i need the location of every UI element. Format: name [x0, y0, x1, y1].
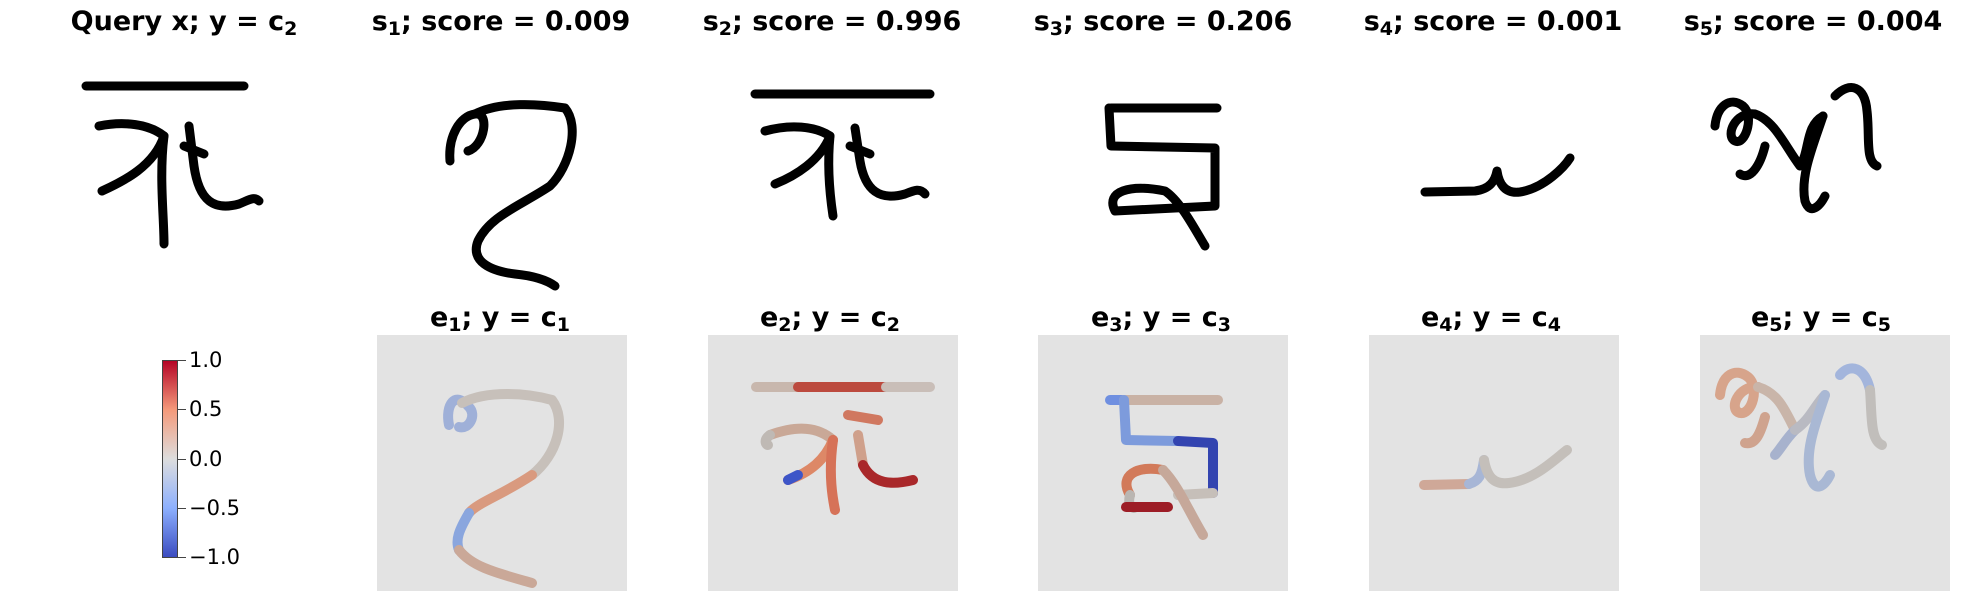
explanation-heatmap-4	[1369, 335, 1619, 591]
query-glyph-image	[64, 66, 314, 296]
sample-glyph-image-2	[745, 66, 995, 296]
explanation-title-2: e2; y = c2	[680, 302, 980, 336]
explanation-title-mid: ; y = c	[791, 302, 887, 333]
colorbar-tick-label: 1.0	[189, 348, 223, 372]
sample-title-pre: s	[371, 6, 388, 37]
explanation-heatmap-3	[1038, 335, 1288, 591]
explanation-title-class-sub: 5	[1877, 314, 1891, 336]
colorbar-tick-label: 0.5	[189, 397, 223, 421]
explanation-heatmap-5	[1700, 335, 1950, 591]
sample-title-pre: s	[1683, 6, 1700, 37]
query-title-text: Query x; y = c	[70, 6, 285, 37]
query-title: Query x; y = c2	[34, 6, 334, 40]
sample-title-sub: 4	[1379, 18, 1394, 40]
explanation-title-pre: e	[1090, 302, 1110, 333]
explanation-title-class-sub: 4	[1547, 314, 1561, 336]
explanation-title-1: e1; y = c1	[350, 302, 650, 336]
explanation-heatmap-1	[377, 335, 627, 591]
sample-title-5: s5; score = 0.004	[1663, 6, 1963, 40]
sample-title-score: ; score = 0.009	[401, 6, 631, 37]
colorbar-tick-label: 0.0	[189, 447, 223, 471]
sample-title-pre: s	[702, 6, 719, 37]
sample-title-sub: 3	[1049, 18, 1064, 40]
sample-title-3: s3; score = 0.206	[1013, 6, 1313, 40]
explanation-title-pre: e	[759, 302, 779, 333]
explanation-title-sub: 5	[1769, 314, 1783, 336]
sample-title-score: ; score = 0.206	[1063, 6, 1293, 37]
explanation-heatmap-2	[708, 335, 958, 591]
explanation-title-sub: 1	[448, 314, 462, 336]
query-title-sub: 2	[284, 18, 298, 40]
explanation-title-class-sub: 1	[556, 314, 570, 336]
explanation-title-4: e4; y = c4	[1341, 302, 1641, 336]
sample-title-sub: 1	[387, 18, 402, 40]
colorbar-tick-label: −0.5	[189, 496, 240, 520]
explanation-title-class-sub: 3	[1217, 314, 1231, 336]
explanation-title-sub: 3	[1109, 314, 1123, 336]
explanation-title-mid: ; y = c	[1782, 302, 1878, 333]
sample-glyph-image-3	[1075, 66, 1325, 296]
explanation-title-mid: ; y = c	[1122, 302, 1218, 333]
sample-title-score: ; score = 0.001	[1393, 6, 1623, 37]
colorbar	[162, 360, 178, 558]
colorbar-tick	[178, 409, 186, 410]
sample-title-sub: 5	[1699, 18, 1714, 40]
sample-title-score: ; score = 0.996	[732, 6, 962, 37]
explanation-title-5: e5; y = c5	[1671, 302, 1963, 336]
sample-title-2: s2; score = 0.996	[682, 6, 982, 40]
explanation-title-mid: ; y = c	[461, 302, 557, 333]
sample-glyph-image-1	[430, 66, 680, 296]
sample-title-pre: s	[1033, 6, 1050, 37]
explanation-title-pre: e	[429, 302, 449, 333]
colorbar-tick	[178, 508, 186, 509]
explanation-title-sub: 4	[1439, 314, 1453, 336]
sample-glyph-image-4	[1405, 66, 1655, 296]
colorbar-tick	[178, 459, 186, 460]
colorbar-tick-label: −1.0	[189, 545, 240, 569]
sample-title-1: s1; score = 0.009	[351, 6, 651, 40]
explanation-title-class-sub: 2	[886, 314, 900, 336]
explanation-title-mid: ; y = c	[1452, 302, 1548, 333]
explanation-title-sub: 2	[778, 314, 792, 336]
sample-title-sub: 2	[718, 18, 733, 40]
explanation-title-3: e3; y = c3	[1011, 302, 1311, 336]
colorbar-tick	[178, 360, 186, 361]
sample-title-4: s4; score = 0.001	[1343, 6, 1643, 40]
sample-title-score: ; score = 0.004	[1713, 6, 1943, 37]
explanation-title-pre: e	[1750, 302, 1770, 333]
explanation-title-pre: e	[1420, 302, 1440, 333]
sample-glyph-image-5	[1705, 66, 1955, 296]
colorbar-tick	[178, 557, 186, 558]
sample-title-pre: s	[1363, 6, 1380, 37]
